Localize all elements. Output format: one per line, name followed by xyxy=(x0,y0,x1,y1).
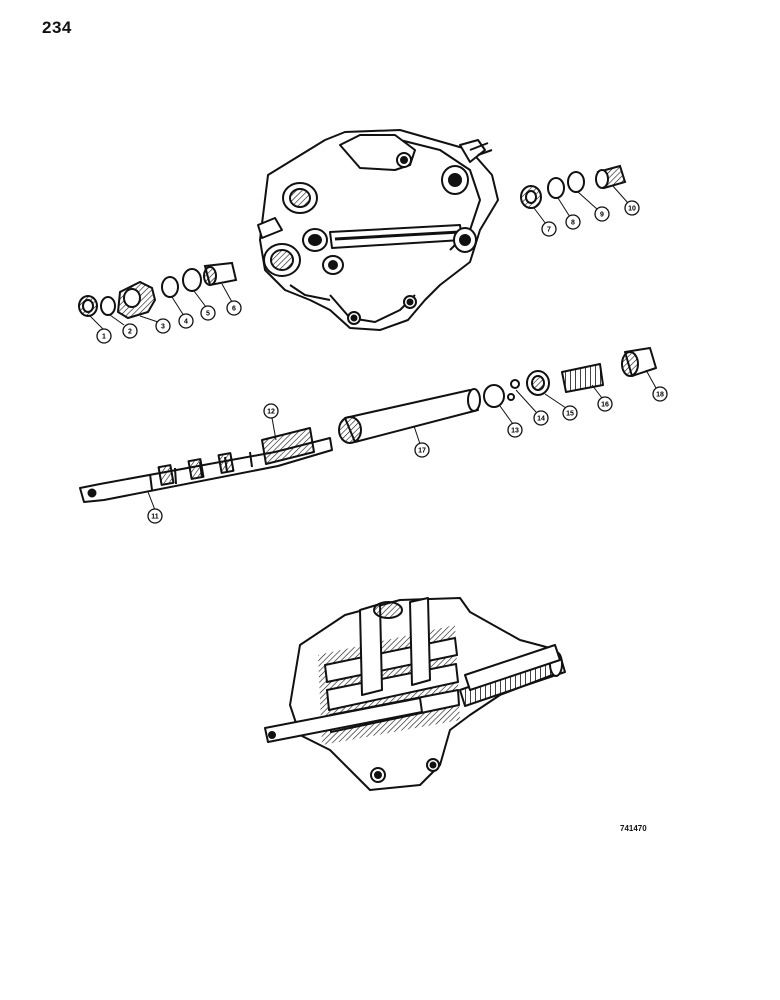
part-17-sleeve-tube xyxy=(344,389,479,443)
svg-text:12: 12 xyxy=(267,409,275,416)
callout-12: 12 xyxy=(263,403,279,419)
callout-7: 7 xyxy=(541,221,557,237)
svg-text:11: 11 xyxy=(151,514,159,521)
svg-text:1: 1 xyxy=(102,334,106,341)
callout-1: 1 xyxy=(96,328,112,344)
svg-text:13: 13 xyxy=(511,428,519,435)
page-number: 234 xyxy=(42,18,72,37)
callout-5: 5 xyxy=(200,305,216,321)
figure-reference-code: 741470 xyxy=(620,824,647,833)
svg-text:16: 16 xyxy=(601,402,609,409)
part-16-spring xyxy=(561,363,604,393)
callout-9: 9 xyxy=(594,206,610,222)
svg-text:15: 15 xyxy=(566,411,574,418)
svg-text:10: 10 xyxy=(628,206,636,213)
part-9-o-ring xyxy=(567,171,585,193)
svg-text:14: 14 xyxy=(537,416,545,423)
svg-text:17: 17 xyxy=(418,448,426,455)
spool-assembly xyxy=(79,347,657,503)
valve-body-housing xyxy=(257,129,499,331)
leader-lines xyxy=(89,184,657,511)
callout-14: 14 xyxy=(533,410,549,426)
callout-10: 10 xyxy=(624,200,640,216)
callout-17: 17 xyxy=(414,442,430,458)
part-14-ball xyxy=(510,379,520,389)
svg-text:4: 4 xyxy=(184,319,188,326)
callout-3: 3 xyxy=(155,318,171,334)
svg-text:6: 6 xyxy=(232,306,236,313)
svg-text:5: 5 xyxy=(206,311,210,318)
callout-4: 4 xyxy=(178,313,194,329)
callout-16: 16 xyxy=(597,396,613,412)
part-2-o-ring xyxy=(100,296,116,316)
part-5-o-ring xyxy=(182,268,202,292)
svg-text:3: 3 xyxy=(161,324,165,331)
left-seal-parts xyxy=(78,261,238,320)
svg-text:2: 2 xyxy=(128,329,132,336)
callout-6: 6 xyxy=(226,300,242,316)
callout-8: 8 xyxy=(565,214,581,230)
svg-text:8: 8 xyxy=(571,220,575,227)
callout-15: 15 xyxy=(562,405,578,421)
callout-13: 13 xyxy=(507,422,523,438)
right-seal-parts xyxy=(520,164,627,209)
callout-18: 18 xyxy=(652,386,668,402)
part-13-washer xyxy=(483,384,505,408)
svg-text:7: 7 xyxy=(547,227,551,234)
svg-text:9: 9 xyxy=(600,212,604,219)
callout-11: 11 xyxy=(147,508,163,524)
part-8-o-ring xyxy=(547,177,565,199)
callout-2: 2 xyxy=(122,323,138,339)
svg-text:18: 18 xyxy=(656,392,664,399)
part-4-o-ring xyxy=(161,276,179,298)
cutaway-assembly-view xyxy=(264,597,566,791)
